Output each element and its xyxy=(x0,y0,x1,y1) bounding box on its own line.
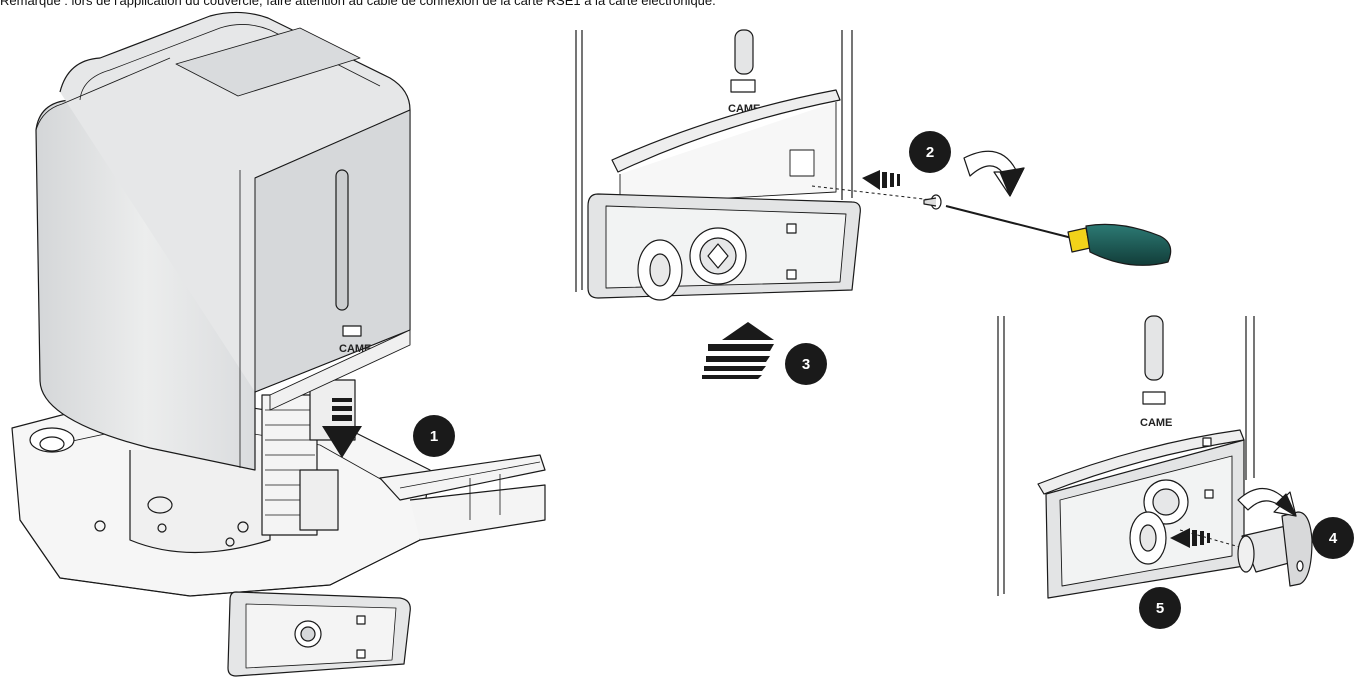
rotation-arrow-screw xyxy=(964,151,1024,196)
svg-text:3: 3 xyxy=(802,356,810,373)
front-panel-fig2 xyxy=(588,194,860,300)
key-insert-figure: CAME xyxy=(998,316,1312,598)
step-marker-3: 3 xyxy=(785,343,827,385)
svg-text:5: 5 xyxy=(1156,600,1164,617)
step-marker-1: 1 xyxy=(413,415,455,457)
svg-text:1: 1 xyxy=(430,428,438,445)
svg-text:2: 2 xyxy=(926,144,934,161)
brand-label-fig3: CAME xyxy=(1140,417,1172,429)
step-marker-4: 4 xyxy=(1312,517,1354,559)
up-arrow-fig2 xyxy=(702,322,774,379)
screw xyxy=(924,195,941,209)
motor-unit-figure: CAME xyxy=(12,12,545,676)
rotation-arrow-key xyxy=(1238,488,1296,516)
cover-screw-figure: CAME xyxy=(576,30,1171,379)
screw-arrow xyxy=(862,170,900,190)
step-marker-5: 5 xyxy=(1139,587,1181,629)
front-panel-fig1 xyxy=(228,592,410,676)
key xyxy=(1238,512,1312,586)
step-marker-2: 2 xyxy=(909,131,951,173)
screwdriver xyxy=(946,206,1171,265)
front-panel-fig3 xyxy=(1046,438,1244,598)
svg-text:4: 4 xyxy=(1329,530,1338,547)
